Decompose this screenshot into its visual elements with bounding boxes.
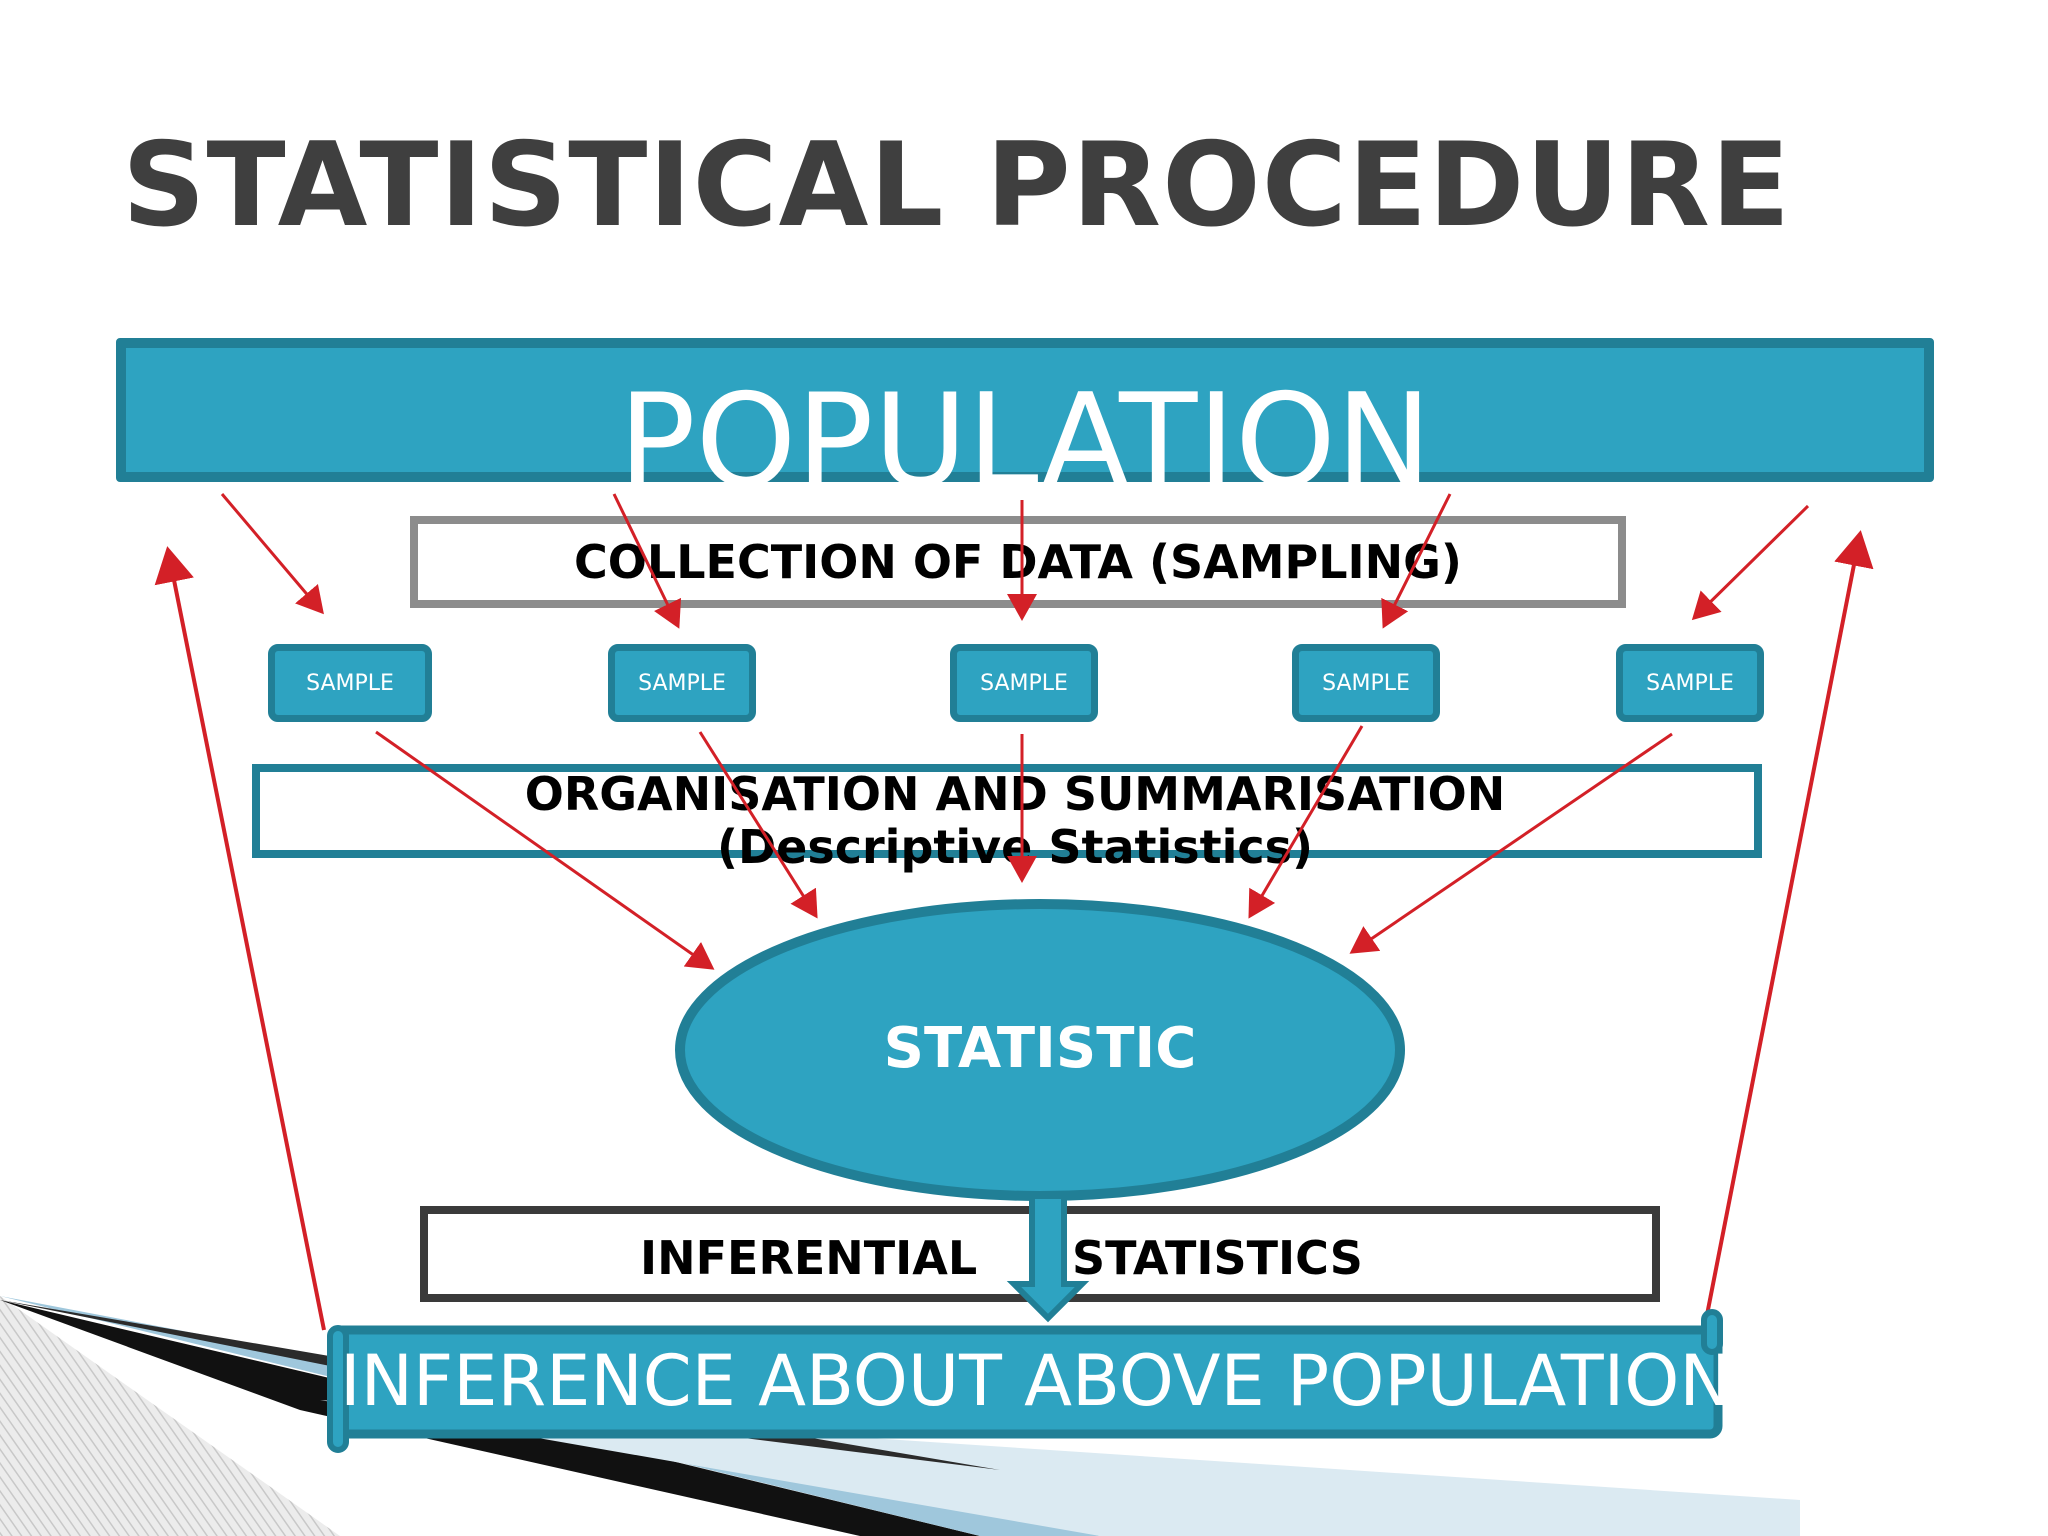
sample-box-5: SAMPLE [1616, 644, 1764, 722]
population-label: POPULATION [618, 367, 1432, 516]
sample-label: SAMPLE [306, 670, 394, 696]
statistics-word: STATISTICS [1072, 1231, 1363, 1285]
sample-box-2: SAMPLE [608, 644, 756, 722]
sample-label: SAMPLE [1646, 670, 1734, 696]
sample-label: SAMPLE [638, 670, 726, 696]
sample-box-1: SAMPLE [268, 644, 432, 722]
inference-banner [327, 1309, 1723, 1453]
statistic-label: STATISTIC [883, 1016, 1197, 1081]
sample-label: SAMPLE [1322, 670, 1410, 696]
inference-label: INFERENCE ABOUT ABOVE POPULATION [340, 1340, 1732, 1422]
population-box: POPULATION [116, 338, 1934, 506]
sample-box-4: SAMPLE [1292, 644, 1440, 722]
collection-box: COLLECTION OF DATA (SAMPLING) [410, 516, 1626, 608]
return-arrow-left [154, 546, 326, 1331]
slide-title: STATISTICAL PROCEDURE [122, 118, 1792, 253]
sample-label: SAMPLE [980, 670, 1068, 696]
sample-box-3: SAMPLE [950, 644, 1098, 722]
collection-label: COLLECTION OF DATA (SAMPLING) [574, 534, 1462, 589]
inferential-word: INFERENTIAL [640, 1231, 978, 1285]
return-arrow-right [1704, 530, 1874, 1321]
organisation-label: ORGANISATION AND SUMMARISATION (Descript… [524, 767, 1506, 874]
inferential-statistics-box: INFERENTIAL STATISTICS [420, 1206, 1660, 1302]
organisation-box: ORGANISATION AND SUMMARISATION (Descript… [252, 764, 1762, 873]
